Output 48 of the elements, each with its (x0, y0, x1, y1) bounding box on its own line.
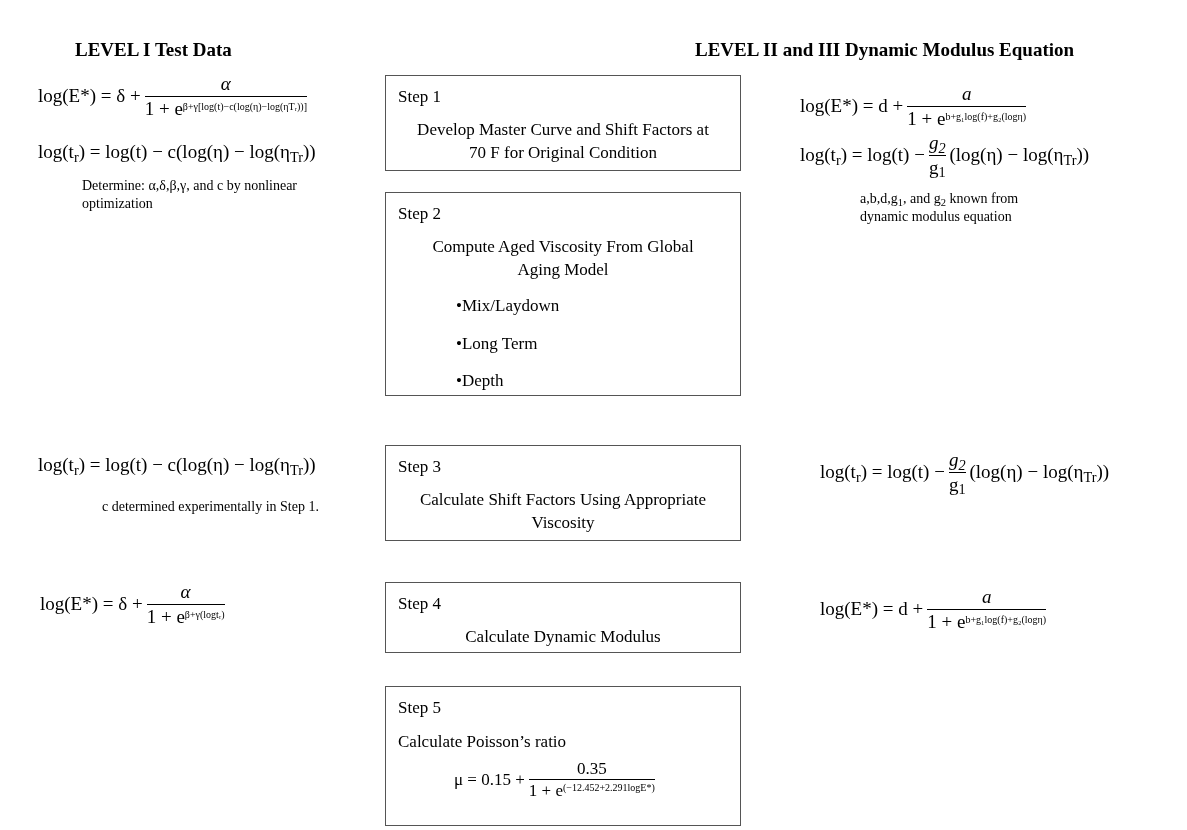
numerator: g$_{2}$ (948, 448, 966, 472)
note-text: a,b,d,g$_{1}$, and g$_{2}$ known from dynamic modulus equation (860, 190, 1020, 225)
bullet-item: •Long Term (456, 332, 539, 355)
step-description: Calculate Dynamic Modulus (464, 625, 662, 648)
denominator: g$_{1}$ (948, 472, 966, 497)
note-text: Determine: α,δ,β,γ, and c by nonlinear optimization (82, 177, 298, 212)
step-heading: Step 5 (398, 697, 442, 719)
section-heading: LEVEL I Test Data (75, 38, 232, 62)
equation-term: log(t$_{r}$) = log(t) − (820, 460, 945, 487)
equation-term: μ = 0.15 + (454, 769, 525, 791)
equation-term: (log(η) − log(η$_{Tr}$)) (949, 143, 1090, 170)
step-heading: Step 3 (398, 456, 442, 478)
step-heading: Step 4 (398, 593, 442, 615)
step-heading: Step 2 (398, 203, 442, 225)
step-description: Develop Master Curve and Shift Factors at 70 F for Original Condition (416, 118, 710, 164)
numerator: g$_{2}$ (928, 131, 946, 155)
equation: log(t$_{r}$) = log(t) − c(log(η) − log(η$_{Tr}$)) (38, 453, 316, 480)
step-box (385, 686, 741, 826)
equation-term: log(E*) = d + (820, 597, 924, 621)
step-description: Calculate Shift Factors Using Appropriate Viscosity (418, 488, 708, 534)
step-heading: Step 1 (398, 86, 442, 108)
section-heading: LEVEL II and III Dynamic Modulus Equation (695, 38, 1075, 62)
equation-term: log(t$_{r}$) = log(t) − (800, 143, 925, 170)
bullet-item: •Depth (456, 370, 505, 393)
denominator: 1 + e$^{β+γ(logtᵣ)}$ (146, 604, 225, 629)
equation-term: log(E*) = d + (800, 94, 904, 118)
numerator: α (220, 72, 231, 96)
numerator: a (961, 82, 972, 106)
equation-term: log(E*) = δ + (38, 84, 141, 108)
step-box (385, 445, 741, 541)
equation: log(t$_{r}$) = log(t) − c(log(η) − log(η$_{Tr}$)) (38, 140, 316, 167)
step-description: Compute Aged Viscosity From Global Aging Model (431, 235, 695, 281)
denominator: g$_{1}$ (928, 155, 946, 180)
bullet-item: •Mix/Laydown (456, 295, 561, 318)
step-box (385, 582, 741, 653)
step-box (385, 75, 741, 171)
numerator: 0.35 (576, 758, 607, 780)
numerator: a (981, 585, 992, 609)
denominator: 1 + e$^{(−12.452+2.291logE*)}$ (528, 780, 655, 802)
denominator: 1 + e$^{β+γ[log(t)−c(log(η)−log(ηTᵣ))]}$ (144, 96, 307, 121)
step-box (385, 192, 741, 396)
step-description: Calculate Poisson’s ratio (398, 730, 568, 753)
numerator: α (180, 580, 191, 604)
denominator: 1 + e$^{b+g₁log(f)+g₂(logη)}$ (927, 609, 1047, 634)
note-text: c determined experimentally in Step 1. (102, 498, 319, 516)
denominator: 1 + e$^{b+g₁log(f)+g₂(logη)}$ (907, 106, 1027, 131)
equation-term: log(E*) = δ + (40, 592, 143, 616)
equation-term: (log(η) − log(η$_{Tr}$)) (969, 460, 1110, 487)
